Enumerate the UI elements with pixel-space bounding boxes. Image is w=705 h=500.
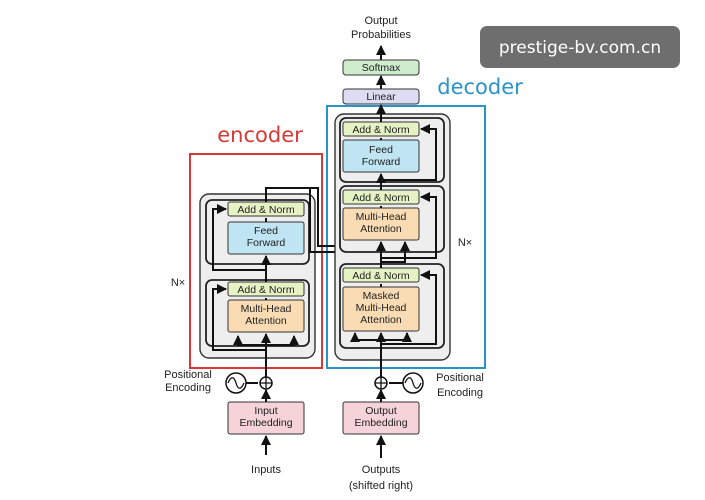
softmax-label: Softmax bbox=[362, 62, 401, 74]
encoder-repeat-label: N× bbox=[171, 277, 185, 289]
linear-layer bbox=[342, 88, 420, 105]
outputs-label: Outputs bbox=[362, 464, 401, 476]
watermark-text: prestige-bv.com.cn bbox=[499, 38, 661, 58]
decoder-add-norm-bottom-label: Add & Norm bbox=[352, 270, 409, 282]
decoder-add-norm-mid-label: Add & Norm bbox=[352, 192, 409, 204]
decoder-add-norm-top-label: Add & Norm bbox=[352, 124, 409, 136]
decoder-positional-label-1: Positional bbox=[436, 372, 484, 384]
encoder-ff-label-1: Feed bbox=[254, 225, 278, 237]
input-embedding-label-2: Embedding bbox=[239, 417, 292, 429]
encoder-positional-label-1: Positional bbox=[164, 369, 212, 381]
watermark: prestige-bv.com.cn bbox=[480, 26, 680, 68]
decoder-masked-label-2: Multi-Head bbox=[356, 302, 407, 314]
decoder-mha-label-1: Multi-Head bbox=[356, 211, 407, 223]
decoder-masked-label-3: Attention bbox=[360, 314, 402, 326]
decoder-repeat-label: N× bbox=[458, 237, 472, 249]
encoder-mha-label-1: Multi-Head bbox=[241, 303, 292, 315]
encoder-ff-label-2: Forward bbox=[247, 237, 286, 249]
decoder-sine-icon bbox=[402, 372, 424, 394]
encoder-title: encoder bbox=[217, 123, 303, 147]
softmax-layer bbox=[342, 59, 420, 76]
decoder-positional-label-2: Encoding bbox=[437, 387, 483, 399]
decoder-masked-label-1: Masked bbox=[363, 290, 400, 302]
output-probabilities-label-2: Probabilities bbox=[351, 29, 411, 41]
encoder-positional-label-2: Encoding bbox=[165, 382, 211, 394]
decoder-mha-label-2: Attention bbox=[360, 223, 402, 235]
linear-label: Linear bbox=[366, 91, 396, 103]
encoder-mha-label-2: Attention bbox=[245, 315, 287, 327]
decoder-frame bbox=[326, 105, 486, 369]
encoder-add-norm-bottom-label: Add & Norm bbox=[237, 284, 294, 296]
encoder-frame bbox=[189, 153, 323, 369]
encoder-stack bbox=[199, 193, 316, 359]
output-embedding-label-1: Output bbox=[365, 405, 397, 417]
output-probabilities-label-1: Output bbox=[364, 15, 397, 27]
encoder-add-norm-top-label: Add & Norm bbox=[237, 204, 294, 216]
decoder-title: decoder bbox=[437, 75, 523, 99]
inputs-label: Inputs bbox=[251, 464, 281, 476]
outputs-shifted-label: (shifted right) bbox=[349, 480, 413, 492]
output-embedding-label-2: Embedding bbox=[354, 417, 407, 429]
input-embedding-label-1: Input bbox=[254, 405, 277, 417]
decoder-ff-label-1: Feed bbox=[369, 144, 393, 156]
encoder-sine-icon bbox=[225, 372, 247, 394]
decoder-ff-label-2: Forward bbox=[362, 156, 401, 168]
